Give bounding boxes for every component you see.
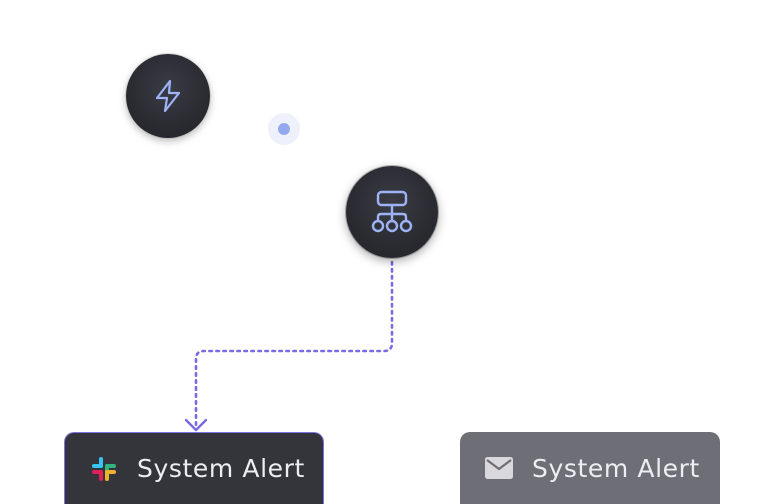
connection-handle-dot <box>278 123 290 135</box>
router-node[interactable] <box>346 166 438 258</box>
email-action-label: System Alert <box>532 453 700 483</box>
connection-handle[interactable] <box>268 113 300 145</box>
slack-action-label: System Alert <box>137 454 305 483</box>
lightning-bolt-icon <box>155 79 181 113</box>
email-action-card[interactable]: System Alert <box>460 432 720 504</box>
slack-icon <box>89 454 119 484</box>
slack-action-card[interactable]: System Alert <box>64 432 324 504</box>
trigger-node[interactable] <box>126 54 210 138</box>
hierarchy-branch-icon <box>371 190 413 233</box>
connector-arrowhead <box>184 418 208 432</box>
mail-icon <box>484 453 514 483</box>
